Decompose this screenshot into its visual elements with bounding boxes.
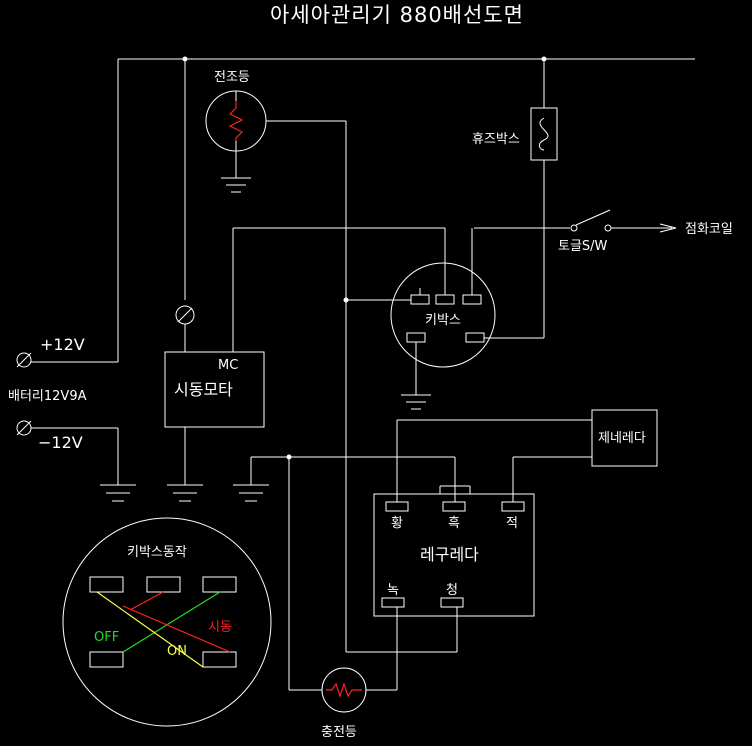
- toggle-switch: [474, 209, 677, 233]
- reg-black-label: 흑: [448, 516, 460, 531]
- regulator-label: 레구레다: [420, 545, 479, 564]
- toggle-sw-label: 토글S/W: [558, 239, 608, 254]
- fuse-box: [530, 107, 558, 161]
- mc-label: MC: [218, 358, 238, 373]
- fusebox-label: 휴즈박스: [472, 132, 520, 147]
- headlight-lamp: [205, 90, 349, 652]
- ground-symbols: [100, 454, 455, 691]
- minus12v-label: −12V: [38, 433, 83, 452]
- key-box: [232, 227, 496, 410]
- generator: [396, 409, 658, 502]
- regulator: [346, 457, 535, 691]
- reg-yellow-label: 황: [391, 516, 403, 531]
- on-label: ON: [167, 644, 187, 659]
- reg-red-label: 적: [506, 516, 518, 531]
- top-bus-wires: [117, 56, 695, 362]
- start-label: 시동: [208, 620, 232, 635]
- starter-motor: [164, 305, 265, 485]
- ignition-coil-label: 점화코일: [685, 222, 733, 237]
- battery-terminals: [16, 352, 119, 485]
- keybox-operation: [62, 517, 272, 727]
- plus12v-label: +12V: [40, 335, 85, 354]
- keybox-op-label: 키박스동작: [127, 545, 187, 560]
- off-label: OFF: [94, 630, 119, 645]
- headlight-label: 전조등: [214, 70, 250, 85]
- generator-label: 제네레다: [598, 431, 646, 446]
- reg-blue-label: 청: [446, 583, 458, 598]
- battery-label: 배터리12V9A: [8, 389, 87, 404]
- starter-motor-label: 시동모타: [174, 380, 233, 399]
- charge-lamp-label: 충전등: [321, 725, 357, 740]
- keybox-label: 키박스: [425, 313, 461, 328]
- reg-green-label: 녹: [387, 583, 399, 598]
- charge-lamp: [321, 667, 367, 713]
- diagram-title: 아세아관리기 880배선도면: [270, 3, 524, 27]
